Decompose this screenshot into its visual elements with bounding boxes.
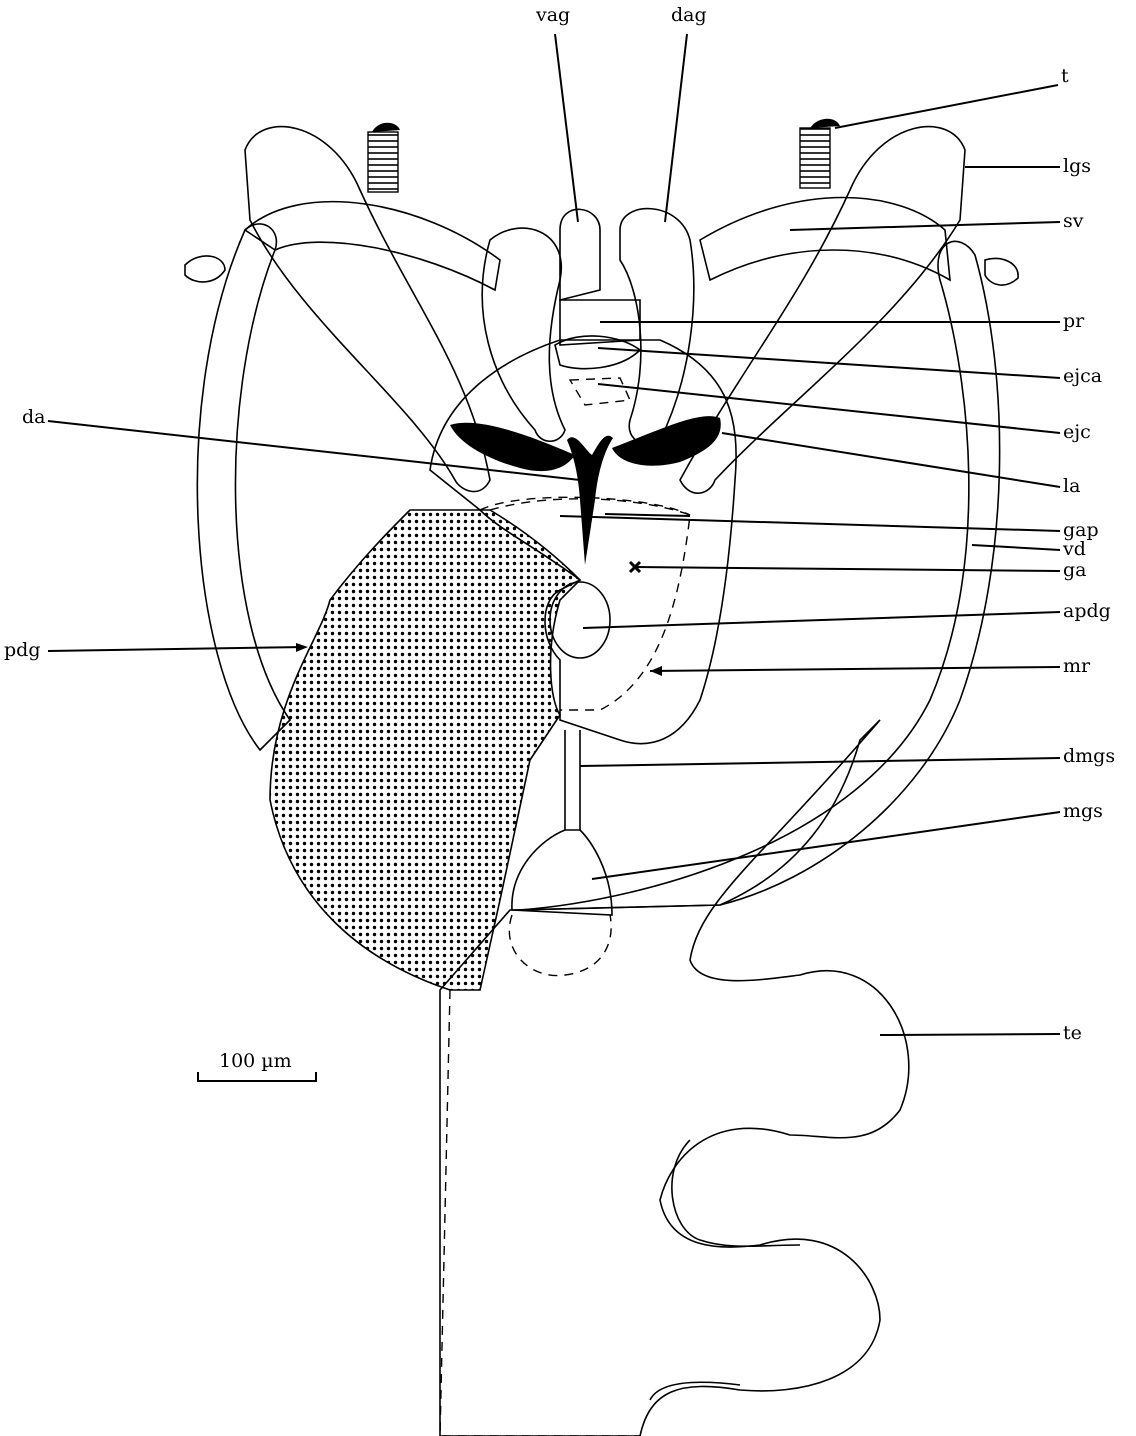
label-te: te [1063, 1024, 1082, 1043]
label-dmgs: dmgs [1063, 747, 1115, 766]
tentacle-right [800, 128, 830, 188]
label-mr: mr [1063, 657, 1090, 676]
label-vd: vd [1063, 540, 1086, 559]
leader-apdg [583, 612, 1060, 628]
leader-pdg [48, 647, 305, 651]
side-appendage-right [985, 258, 1018, 285]
ventral-accessory-gland [560, 209, 600, 300]
seminal-vesicle-right [700, 198, 950, 281]
median-gland-sac-duct [565, 730, 580, 830]
label-t: t [1061, 67, 1069, 86]
median-gland-sac [512, 830, 612, 915]
label-pr: pr [1063, 312, 1084, 331]
dashed-boundary [440, 990, 640, 1436]
vas-deferens-right [520, 241, 1000, 910]
label-pdg: pdg [4, 641, 41, 660]
leader-sv [790, 222, 1060, 230]
leader-gap [560, 516, 1060, 531]
label-la: la [1063, 477, 1080, 496]
testis-inner-fold [672, 1140, 800, 1246]
tentacle-left-tip [372, 123, 400, 132]
label-da: da [22, 408, 46, 427]
aperture-arrow [605, 514, 690, 516]
vas-deferens-left [197, 224, 290, 750]
tentacle-right-tip [810, 119, 840, 128]
lateral-arm-left [450, 423, 575, 471]
scale-bar [198, 1072, 316, 1081]
label-ga: ga [1063, 561, 1087, 580]
left-accessory-lobe [482, 228, 565, 441]
tentacle-left [368, 132, 398, 192]
side-appendage-left [185, 256, 225, 282]
scale-bar-label: 100 µm [219, 1052, 292, 1071]
label-ejca: ejca [1063, 367, 1102, 386]
leader-ejca [598, 348, 1060, 378]
leader-vag [555, 34, 578, 222]
pdg-arrowhead [296, 643, 308, 652]
label-ejc: ejc [1063, 423, 1091, 442]
label-mgs: mgs [1063, 802, 1103, 821]
dart [567, 436, 613, 565]
leader-la [722, 433, 1060, 487]
lateral-arm-right [612, 416, 721, 466]
label-lgs: lgs [1063, 157, 1091, 176]
label-dag: dag [671, 6, 707, 25]
leader-mr [650, 667, 1060, 671]
apdg-gland [550, 582, 610, 658]
testis-inner-fold-2 [650, 1382, 740, 1400]
label-vag: vag [536, 6, 570, 25]
leader-t [835, 85, 1058, 128]
leader-te [880, 1034, 1060, 1035]
leader-ga [635, 567, 1060, 571]
leader-vd [972, 545, 1060, 550]
leader-dmgs [580, 758, 1060, 766]
label-apdg: apdg [1063, 602, 1111, 621]
label-sv: sv [1063, 212, 1083, 231]
ejaculatory-canal-dashed [570, 378, 630, 405]
leader-dag [665, 34, 687, 222]
mr-arrowhead [650, 666, 662, 676]
median-gland-sac-dashed [509, 915, 611, 976]
prostatic-dense-gland [270, 510, 580, 990]
dorsal-accessory-gland [620, 209, 694, 444]
leader-mgs [592, 812, 1060, 879]
